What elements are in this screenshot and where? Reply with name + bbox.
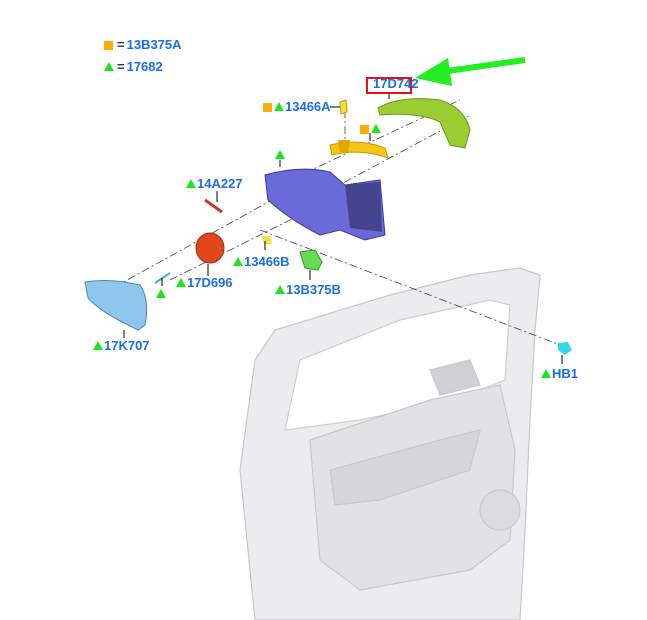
orange-square-icon [263,103,272,112]
orange-square-icon [360,125,369,134]
part-17D742-cover[interactable] [377,98,471,149]
highlight-box [366,77,412,94]
green-triangle-icon [104,62,114,71]
green-triangle-icon [275,285,285,294]
part-code: 13B375B [286,282,341,297]
part-label-17K707[interactable]: 17K707 [93,339,150,353]
legend-item-triangle: =17682 [104,60,163,74]
legend-item-square: =13B375A [104,38,182,52]
part-14A227[interactable] [204,198,223,214]
part-code: 17D696 [187,275,233,290]
part-code: 14A227 [197,176,243,191]
green-triangle-icon [371,124,381,133]
green-triangle-icon [275,150,285,159]
highlight-arrow [415,57,526,86]
part-code: 17K707 [104,338,150,353]
part-label-17D742[interactable]: 17D742 [373,76,419,91]
equals-sign: = [117,59,125,74]
equals-sign: = [117,37,125,52]
legend-code: 17682 [126,59,163,74]
part-label-HB1[interactable]: HB1 [541,367,578,381]
part-label-13466B[interactable]: 13466B [233,255,290,269]
part-bracket[interactable] [329,141,389,159]
green-triangle-icon [156,289,166,298]
legend-code: 13B375A [126,37,182,52]
part-code: 13466A [285,99,331,114]
bracket-symbols [360,122,382,136]
part-13466B[interactable] [262,236,272,244]
green-triangle-icon [176,278,186,287]
part-17D696-motor[interactable] [195,232,225,264]
part-label-13B375B[interactable]: 13B375B [275,283,341,297]
part-label-13466A[interactable]: 13466A [263,100,331,114]
housing-symbol [275,148,286,162]
part-13466A-clip[interactable] [339,99,348,115]
part-code: 13466B [244,254,290,269]
green-triangle-icon [274,102,284,111]
part-HB1[interactable] [558,342,572,355]
orange-square-icon [104,41,113,50]
part-code: HB1 [552,366,579,381]
green-triangle-icon [93,341,103,350]
green-triangle-icon [233,257,243,266]
part-label-14A227[interactable]: 14A227 [186,177,243,191]
part-13B375B[interactable] [299,249,323,271]
green-triangle-icon [541,369,551,378]
door-panel [239,267,541,620]
pin-symbol [156,287,167,301]
green-triangle-icon [186,179,196,188]
part-17K707-glass[interactable] [84,280,148,331]
part-label-17D696[interactable]: 17D696 [176,276,233,290]
